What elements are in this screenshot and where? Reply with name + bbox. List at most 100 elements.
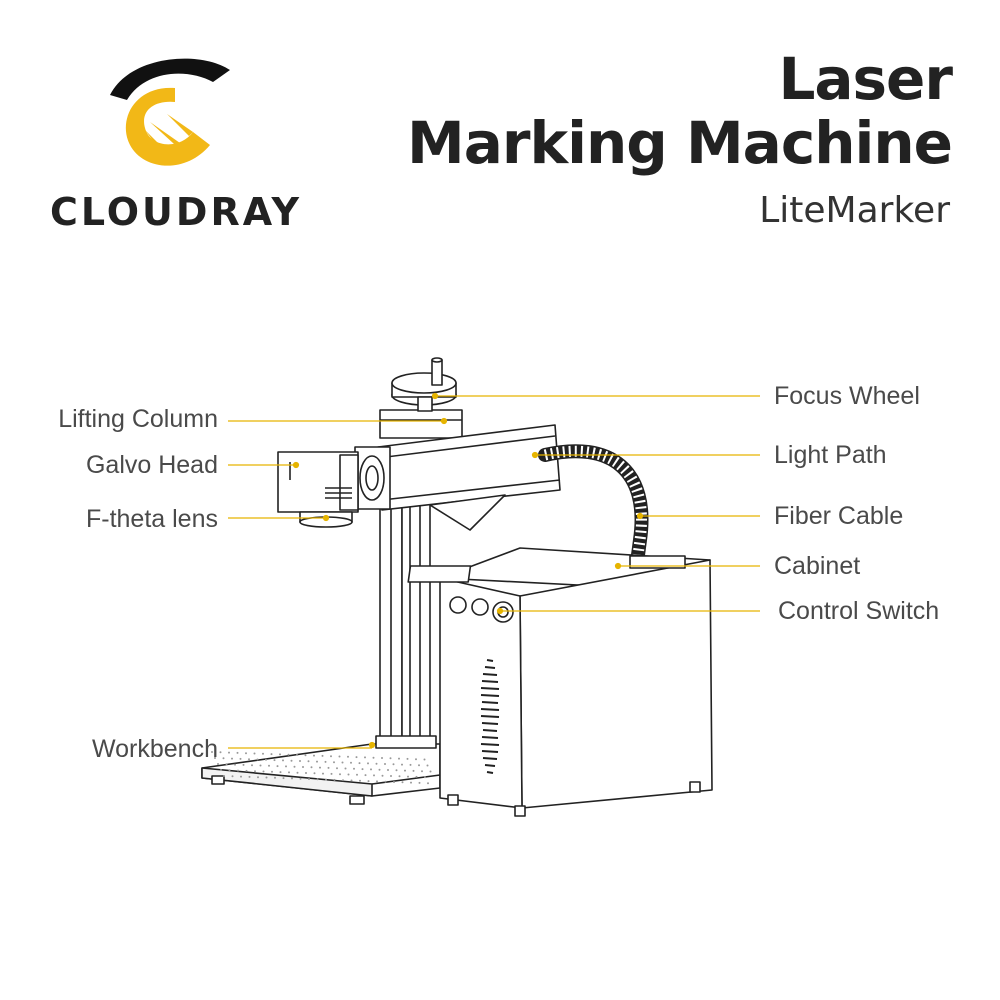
workbench-hole [384, 780, 387, 783]
workbench-hole [418, 764, 420, 767]
workbench-hole [389, 757, 392, 760]
cabinet [407, 547, 713, 817]
workbench-hole [375, 762, 378, 765]
workbench-hole [412, 769, 415, 772]
workbench-hole [236, 751, 239, 754]
workbench-hole [344, 767, 347, 770]
vent-slot [481, 701, 499, 704]
workbench-hole [336, 767, 338, 770]
vent-slot [480, 715, 500, 718]
workbench-hole [307, 760, 310, 763]
workbench-hole [279, 771, 282, 774]
workbench-hole [324, 760, 327, 763]
workbench-hole [376, 780, 378, 783]
workbench-hole [316, 760, 318, 763]
workbench-hole [358, 762, 361, 765]
workbench-hole [367, 762, 369, 765]
workbench-hole [291, 777, 293, 780]
title-line-1: Laser [778, 45, 953, 113]
workbench-hole [409, 763, 412, 766]
workbench-hole [313, 754, 315, 757]
workbench-hole [378, 768, 381, 771]
workbench-hole [299, 760, 301, 762]
vent-slot [486, 659, 494, 662]
workbench-hole [214, 757, 216, 759]
leader-lines [228, 392, 760, 749]
workbench-hole [248, 758, 250, 761]
workbench-hole [364, 756, 366, 759]
workbench-hole [285, 765, 287, 768]
workbench-hole [223, 775, 225, 777]
workbench-hole [245, 769, 248, 772]
workbench-hole [401, 763, 403, 766]
vent-slot [482, 729, 498, 732]
label-galvo-head: Galvo Head [85, 451, 218, 479]
workbench-hole [257, 776, 259, 779]
workbench-hole [273, 759, 276, 762]
workbench-hole [392, 763, 395, 766]
workbench-hole [259, 764, 262, 767]
workbench-hole [398, 757, 400, 760]
workbench-hole [426, 764, 429, 767]
workbench-hole [350, 761, 352, 764]
vent-slot [482, 757, 498, 760]
workbench-hole [271, 770, 273, 773]
workbench-hole [304, 754, 307, 757]
workbench-hole [355, 756, 358, 759]
workbench-hole [347, 773, 350, 776]
vent-slot [480, 687, 500, 690]
workbench-hole [373, 774, 375, 777]
workbench-hole [270, 753, 273, 756]
workbench-hole [398, 775, 401, 778]
workbench-hole [234, 763, 236, 766]
workbench-hole [282, 759, 284, 762]
workbench-hole [381, 757, 383, 759]
workbench-hole [410, 781, 412, 784]
workbench-hole [299, 777, 302, 780]
vent-slot [481, 736, 499, 739]
workbench-hole [296, 754, 298, 756]
galvo-head [277, 451, 359, 513]
logo-yellow-rays [145, 114, 193, 162]
workbench-hole [288, 771, 290, 774]
label-workbench: Workbench [92, 735, 218, 763]
workbench-hole [316, 778, 319, 781]
workbench-hole [237, 769, 239, 772]
workbench-hole [262, 752, 264, 755]
workbench-hole [395, 769, 398, 772]
workbench-hole [404, 769, 406, 772]
workbench-hole [321, 754, 324, 757]
workbench-hole [353, 767, 355, 770]
workbench-hole [254, 770, 256, 773]
workbench-hole [296, 771, 299, 774]
workbench-hole [282, 777, 285, 780]
workbench-hole [219, 751, 222, 754]
workbench-hole [393, 781, 395, 783]
subtitle: LiteMarker [759, 190, 950, 231]
workbench-hole [248, 775, 251, 778]
workbench-hole [217, 763, 219, 765]
light-path-arm [354, 424, 561, 531]
label-light-path: Light Path [774, 441, 887, 469]
workbench-hole [415, 758, 417, 761]
vent-slot [481, 722, 499, 725]
workbench-hole [256, 758, 259, 761]
workbench-hole [322, 772, 324, 775]
workbench-hole [262, 770, 265, 773]
workbench-hole [211, 751, 213, 753]
workbench-hole [240, 775, 242, 778]
workbench-hole [305, 772, 307, 774]
workbench-hole [370, 768, 372, 771]
workbench-hole [253, 752, 256, 755]
workbench-hole [231, 775, 234, 778]
label-lifting-column: Lifting Column [58, 405, 218, 433]
workbench-hole [287, 753, 290, 756]
workbench-hole [339, 773, 341, 776]
label-control-switch: Control Switch [778, 597, 940, 625]
workbench-hole [407, 775, 409, 778]
workbench-hole [302, 766, 304, 768]
workbench-hole [325, 778, 327, 781]
label-f-theta-lens: F-theta lens [85, 505, 218, 533]
workbench-hole [367, 780, 370, 783]
workbench-hole [356, 773, 358, 776]
